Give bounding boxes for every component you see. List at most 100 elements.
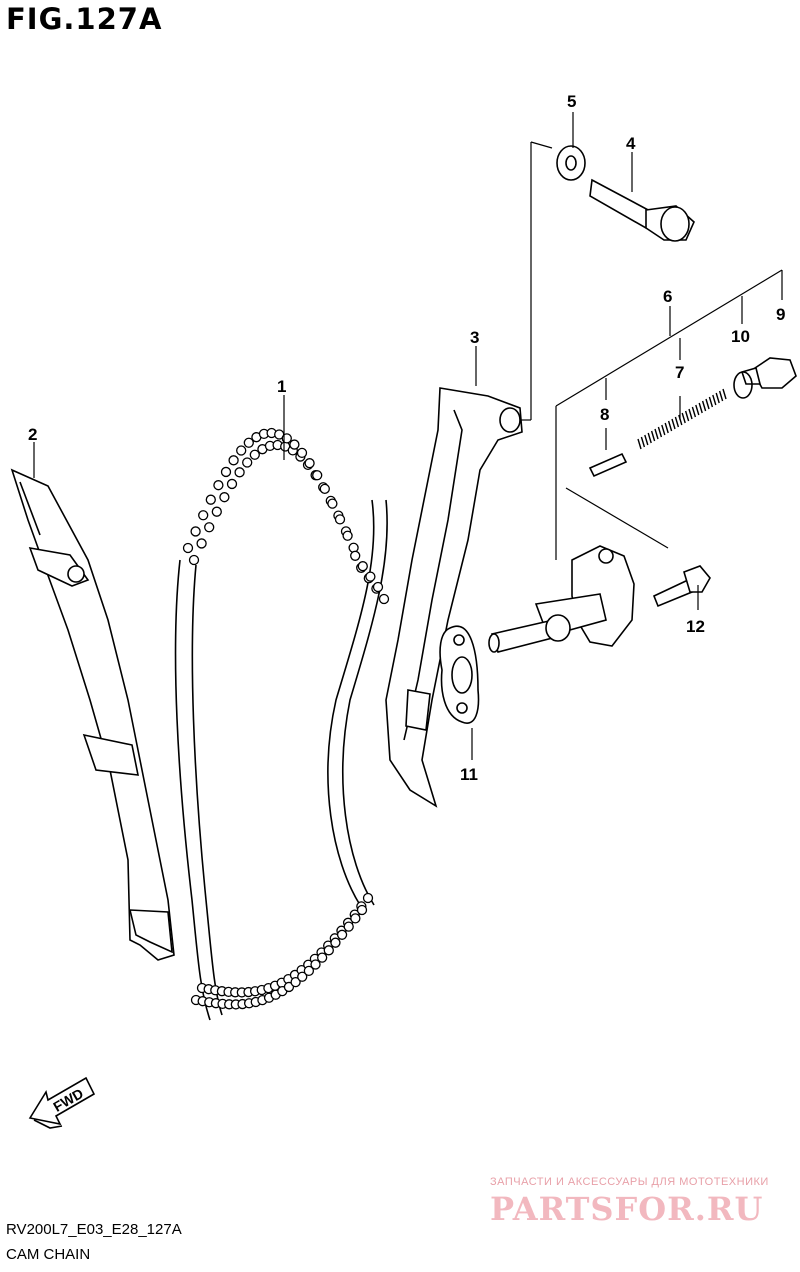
chain-link bbox=[327, 498, 338, 509]
leader-lines bbox=[33, 112, 783, 760]
chain-link bbox=[196, 538, 207, 549]
chain-link bbox=[226, 478, 238, 490]
callout-11: 11 bbox=[460, 765, 478, 784]
part-7-spring bbox=[637, 388, 727, 450]
spring-coil bbox=[688, 408, 693, 420]
spring-coil bbox=[715, 392, 720, 404]
chain-link bbox=[342, 530, 353, 541]
callout-6: 6 bbox=[663, 287, 672, 306]
spring-coil bbox=[650, 430, 656, 442]
chain-link bbox=[310, 959, 321, 970]
part-9-plug-bolt[interactable] bbox=[740, 357, 797, 389]
chain-link bbox=[343, 921, 354, 932]
chain-link bbox=[303, 965, 315, 977]
spring-coil bbox=[691, 406, 697, 418]
chain-link bbox=[297, 971, 308, 982]
callout-12: 12 bbox=[686, 617, 705, 636]
chain-link bbox=[323, 945, 334, 956]
spring-coil bbox=[712, 394, 717, 406]
spring-coil bbox=[681, 412, 686, 424]
spring-coil bbox=[674, 416, 680, 428]
chain-link bbox=[205, 494, 216, 505]
chain-link bbox=[243, 437, 254, 448]
chain-link bbox=[290, 976, 301, 988]
spring-coil bbox=[705, 398, 710, 410]
callout-2: 2 bbox=[28, 425, 37, 444]
spring-coil bbox=[644, 434, 649, 446]
chain-link bbox=[249, 449, 260, 460]
spring-coil bbox=[640, 436, 646, 448]
spring-coil bbox=[671, 418, 676, 430]
callout-4: 4 bbox=[626, 134, 636, 153]
spring-coil bbox=[661, 424, 666, 436]
spring-coil bbox=[637, 438, 642, 450]
chain-link bbox=[334, 514, 346, 525]
spring-coil bbox=[664, 422, 669, 434]
chain-link bbox=[220, 466, 232, 478]
chain-link bbox=[312, 470, 323, 481]
chain-link bbox=[234, 467, 245, 478]
watermark-tagline: ЗАПЧАСТИ И АКСЕССУАРЫ ДЛЯ МОТОТЕХНИКИ bbox=[490, 1176, 769, 1188]
figure-caption: CAM CHAIN bbox=[6, 1246, 91, 1263]
chain-link bbox=[211, 506, 222, 517]
chain-link bbox=[317, 952, 328, 963]
part-8-pin[interactable] bbox=[588, 452, 628, 478]
spring-coil bbox=[667, 420, 673, 432]
spring-coil bbox=[684, 410, 690, 422]
part-1-cam-chain[interactable] bbox=[174, 499, 388, 1021]
chain-link bbox=[330, 937, 341, 948]
part-4-bolt[interactable] bbox=[589, 178, 695, 242]
part-11-gasket[interactable] bbox=[439, 625, 480, 724]
figure-title: FIG.127A bbox=[6, 2, 163, 36]
part-10-o-ring[interactable] bbox=[733, 371, 753, 399]
cam-chain-links bbox=[182, 427, 390, 1010]
chain-link bbox=[182, 542, 194, 554]
spring-coil bbox=[722, 388, 727, 400]
callout-8: 8 bbox=[600, 405, 609, 424]
spring-coil bbox=[708, 396, 714, 408]
tensioner-adjuster-body[interactable] bbox=[488, 545, 635, 653]
spring-coil bbox=[698, 402, 703, 414]
figure-code: RV200L7_E03_E28_127A bbox=[6, 1221, 182, 1238]
chain-link bbox=[319, 483, 330, 494]
callout-5: 5 bbox=[567, 92, 576, 111]
chain-link bbox=[188, 554, 200, 566]
chain-link bbox=[204, 522, 215, 533]
chain-link bbox=[198, 510, 209, 521]
chain-link bbox=[219, 492, 230, 503]
chain-link bbox=[350, 913, 361, 924]
chain-link bbox=[365, 571, 376, 582]
spring-coil bbox=[647, 432, 652, 444]
chain-link bbox=[336, 929, 348, 940]
callout-7: 7 bbox=[675, 363, 684, 382]
chain-link bbox=[228, 455, 239, 466]
spring-coil bbox=[654, 428, 659, 440]
spring-coil bbox=[695, 404, 700, 416]
callout-3: 3 bbox=[470, 328, 479, 347]
chain-link bbox=[190, 526, 201, 537]
chain-link bbox=[213, 480, 224, 491]
chain-link bbox=[378, 593, 390, 605]
callout-1: 1 bbox=[277, 377, 286, 396]
fwd-arrow-icon: FWD bbox=[28, 1076, 96, 1129]
part-5-washer[interactable] bbox=[556, 145, 586, 181]
chain-link bbox=[372, 581, 384, 593]
chain-link bbox=[289, 439, 300, 450]
chain-link bbox=[236, 445, 247, 456]
spring-coil bbox=[718, 390, 724, 402]
part-3-tensioner-guide[interactable] bbox=[385, 387, 523, 808]
chain-link bbox=[356, 904, 368, 916]
callout-10: 10 bbox=[731, 327, 750, 346]
part-12-bolt[interactable] bbox=[652, 565, 711, 608]
chain-link bbox=[350, 550, 361, 561]
part-2-chain-guide[interactable] bbox=[10, 468, 175, 961]
chain-link bbox=[296, 447, 308, 459]
chain-link bbox=[357, 561, 368, 572]
chain-link bbox=[362, 892, 374, 904]
watermark-logo: PARTSFOR.RU bbox=[490, 1190, 764, 1228]
spring-coil bbox=[657, 426, 663, 438]
callout-9: 9 bbox=[776, 305, 785, 324]
chain-link bbox=[242, 457, 253, 468]
chain-link bbox=[304, 458, 315, 469]
